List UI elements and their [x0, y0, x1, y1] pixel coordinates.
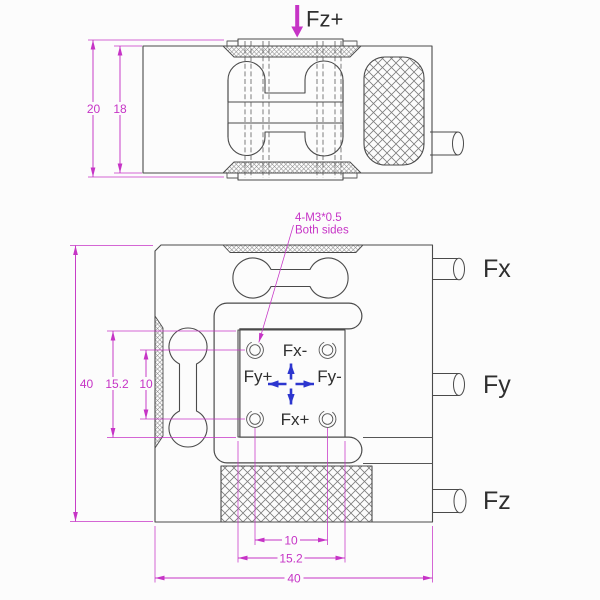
- hole-bottom-right: [318, 410, 337, 428]
- cable-fx: [432, 257, 465, 281]
- top-plate-left-tab: [226, 40, 239, 47]
- flexure-element: [227, 41, 344, 178]
- hole-bottom-left: [246, 410, 264, 428]
- dimension-side-inner-height: 18: [111, 45, 142, 174]
- front-left-gasket-hatch: [154, 315, 164, 449]
- fz-load-arrow: Fz+: [291, 5, 343, 38]
- dimension-hole-spacing-horizontal: 10: [254, 428, 328, 547]
- vertical-dogbone-cutout: [168, 327, 208, 448]
- dim-40-left-text: 40: [80, 377, 94, 391]
- front-top-gasket-hatch: [222, 244, 364, 253]
- fz-arrow-shaft: [295, 5, 300, 28]
- dim-15-2-bottom-text: 15.2: [279, 551, 303, 565]
- dim-20-text: 20: [87, 102, 101, 116]
- dimension-front-overall-width: 40: [154, 526, 433, 585]
- threaded-holes: [246, 341, 337, 428]
- bottom-plate-right-tab: [342, 172, 358, 179]
- dim-15-2-left-text: 15.2: [105, 377, 129, 391]
- bottom-block-seams: [363, 437, 433, 464]
- hole-top-right: [318, 341, 337, 359]
- dimension-plate-height: 15.2: [103, 330, 236, 438]
- callout-text-line1: 4-M3*0.5: [295, 212, 342, 224]
- center-mounting-plate: [237, 329, 346, 438]
- bottom-pad-hatch: [220, 465, 373, 523]
- axis-label-fx-minus: Fx-: [283, 341, 308, 360]
- fz-load-label: Fz+: [306, 7, 343, 32]
- dim-18-text: 18: [113, 102, 127, 116]
- side-cable-stub: [430, 131, 464, 156]
- cable-label-fx: Fx: [483, 255, 511, 283]
- dimension-front-overall-height: 40: [70, 245, 153, 522]
- cable-fz: [432, 488, 467, 514]
- callout-leader-line: [258, 224, 294, 343]
- fz-arrow-head-icon: [291, 26, 304, 38]
- bolt-centerlines: [244, 41, 342, 178]
- top-gasket-hatch: [222, 45, 362, 58]
- dimension-hole-spacing-vertical: 10: [137, 349, 245, 420]
- bottom-plate-left-tab: [226, 172, 239, 179]
- cable-label-fz: Fz: [483, 487, 511, 515]
- top-mounting-plate: [237, 38, 344, 47]
- callout-text-line2: Both sides: [295, 225, 349, 237]
- dimension-plate-width: 15.2: [237, 441, 346, 565]
- grommet-hatch: [363, 56, 425, 166]
- relief-channel: [213, 302, 363, 464]
- axis-cross: [267, 363, 315, 405]
- front-view: Fx- Fy+ Fy- Fx+ Fx Fy Fz 4-M3*0.5 Both s…: [70, 212, 511, 585]
- top-plate-right-tab: [342, 40, 358, 47]
- bottom-mounting-plate: [237, 172, 344, 181]
- dim-10-bottom-text: 10: [284, 533, 298, 547]
- dimension-side-outer-height: 20: [84, 39, 224, 178]
- hole-top-left: [246, 341, 264, 359]
- top-view: Fz+ 20 18: [84, 5, 464, 181]
- bottom-gasket-hatch: [222, 161, 362, 174]
- cable-fy: [432, 372, 465, 397]
- dim-40-bottom-text: 40: [287, 571, 301, 585]
- dim-10-left-text: 10: [139, 377, 153, 391]
- axis-label-fx-plus: Fx+: [281, 410, 310, 429]
- cable-label-fy: Fy: [483, 371, 511, 399]
- thread-callout: 4-M3*0.5 Both sides: [258, 212, 349, 343]
- axis-label-fy-minus: Fy-: [317, 367, 342, 386]
- axis-label-fy-plus: Fy+: [244, 367, 273, 386]
- horizontal-dogbone-cutout: [232, 257, 349, 299]
